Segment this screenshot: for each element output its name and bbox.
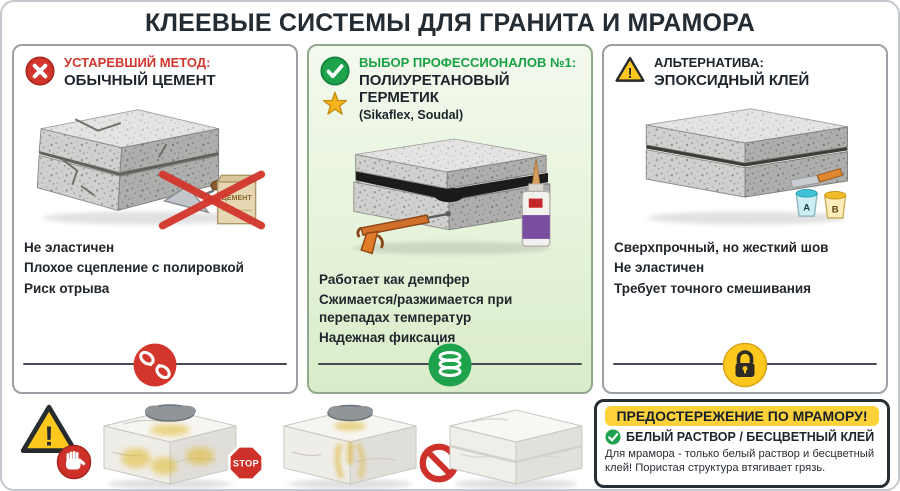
panel-tag: АЛЬТЕРНАТИВА: — [654, 55, 764, 70]
panel-cement: УСТАРЕВШИЙ МЕТОД: ОБЫЧНЫЙ ЦЕМЕНТ — [12, 44, 298, 394]
point: Плохое сцепление с полировкой — [24, 260, 244, 276]
comparison-panels: УСТАРЕВШИЙ МЕТОД: ОБЫЧНЫЙ ЦЕМЕНТ — [12, 44, 888, 394]
cup-b-label: B — [832, 204, 839, 215]
panel-sealant-header: ВЫБОР ПРОФЕССИОНАЛОВ №1: ПОЛИУРЕТАНОВЫЙ … — [319, 55, 581, 122]
point: Требует точного смешивания — [614, 280, 812, 296]
warning-triangle-icon: ! — [615, 56, 645, 83]
epoxy-points: Сверхпрочный, но жесткий шов Не эластиче… — [614, 239, 876, 298]
panel-tag: ВЫБОР ПРОФЕССИОНАЛОВ №1: — [359, 55, 577, 70]
svg-text:!: ! — [628, 66, 633, 82]
panel-sealant: ВЫБОР ПРОФЕССИОНАЛОВ №1: ПОЛИУРЕТАНОВЫЙ … — [307, 44, 593, 394]
stop-sign-icon: STOP — [226, 443, 266, 483]
marble-block-stained-graphic — [94, 400, 244, 489]
star-icon — [322, 91, 348, 117]
marble-warning-body: Для мрамора - только белый раствор и бес… — [605, 448, 875, 475]
marble-warning-title: ПРЕДОСТЕРЕЖЕНИЕ ПО МРАМОРУ! — [605, 406, 879, 426]
marble-warning-highlight: БЕЛЫЙ РАСТВОР / БЕСЦВЕТНЫЙ КЛЕЙ — [626, 430, 875, 444]
panel-brands: (Sikaflex, Soudal) — [359, 107, 464, 122]
panel-tag: УСТАРЕВШИЙ МЕТОД: — [64, 55, 211, 70]
point: Не эластичен — [24, 239, 115, 255]
panel-name: ПОЛИУРЕТАНОВЫЙ ГЕРМЕТИК — [359, 71, 510, 106]
marble-warning-box: ПРЕДОСТЕРЕЖЕНИЕ ПО МРАМОРУ! БЕЛЫЙ РАСТВО… — [594, 399, 890, 488]
cup-a-label: A — [803, 202, 810, 213]
point: Работает как демпфер — [319, 271, 470, 287]
cross-circle-icon — [25, 56, 55, 86]
cement-illustration: ЦЕМЕНТ — [24, 94, 286, 230]
marble-block-veined-graphic — [274, 400, 424, 489]
sealant-points: Работает как демпфер Сжимается/разжимает… — [319, 271, 581, 347]
panel-name: ЭПОКСИДНЫЙ КЛЕЙ — [654, 71, 810, 89]
svg-text:STOP: STOP — [233, 459, 259, 469]
padlock-icon — [722, 342, 768, 388]
page-title: КЛЕЕВЫЕ СИСТЕМЫ ДЛЯ ГРАНИТА И МРАМОРА — [144, 9, 756, 37]
cement-bag-label: ЦЕМЕНТ — [222, 194, 253, 202]
sealant-illustration — [319, 126, 581, 262]
panel-epoxy: ! АЛЬТЕРНАТИВА: ЭПОКСИДНЫЙ КЛЕЙ — [602, 44, 888, 394]
panel-name: ОБЫЧНЫЙ ЦЕМЕНТ — [64, 71, 216, 89]
mortar-blob — [145, 404, 196, 422]
point: Риск отрыва — [24, 280, 110, 296]
stop-hand-icon — [56, 444, 92, 480]
mortar-blob — [327, 404, 373, 422]
warning-triangle-icon: ! — [20, 403, 78, 455]
check-icon — [605, 429, 621, 445]
cement-points: Не эластичен Плохое сцепление с полировк… — [24, 239, 286, 298]
point: Надежная фиксация — [319, 330, 456, 346]
marble-block-clean-graphic — [440, 400, 590, 489]
svg-text:!: ! — [44, 420, 53, 451]
check-circle-icon — [320, 56, 350, 86]
point: Не эластичен — [614, 260, 705, 276]
panel-cement-header: УСТАРЕВШИЙ МЕТОД: ОБЫЧНЫЙ ЦЕМЕНТ — [24, 55, 286, 90]
panel-epoxy-header: ! АЛЬТЕРНАТИВА: ЭПОКСИДНЫЙ КЛЕЙ — [614, 55, 876, 90]
point: Сверхпрочный, но жесткий шов — [614, 239, 829, 255]
spring-icon — [427, 342, 473, 388]
no-sign-icon — [418, 442, 460, 484]
broken-chain-icon — [132, 342, 178, 388]
point: Сжимается/разжимается при перепадах темп… — [319, 292, 513, 325]
epoxy-illustration: A B — [614, 94, 876, 230]
